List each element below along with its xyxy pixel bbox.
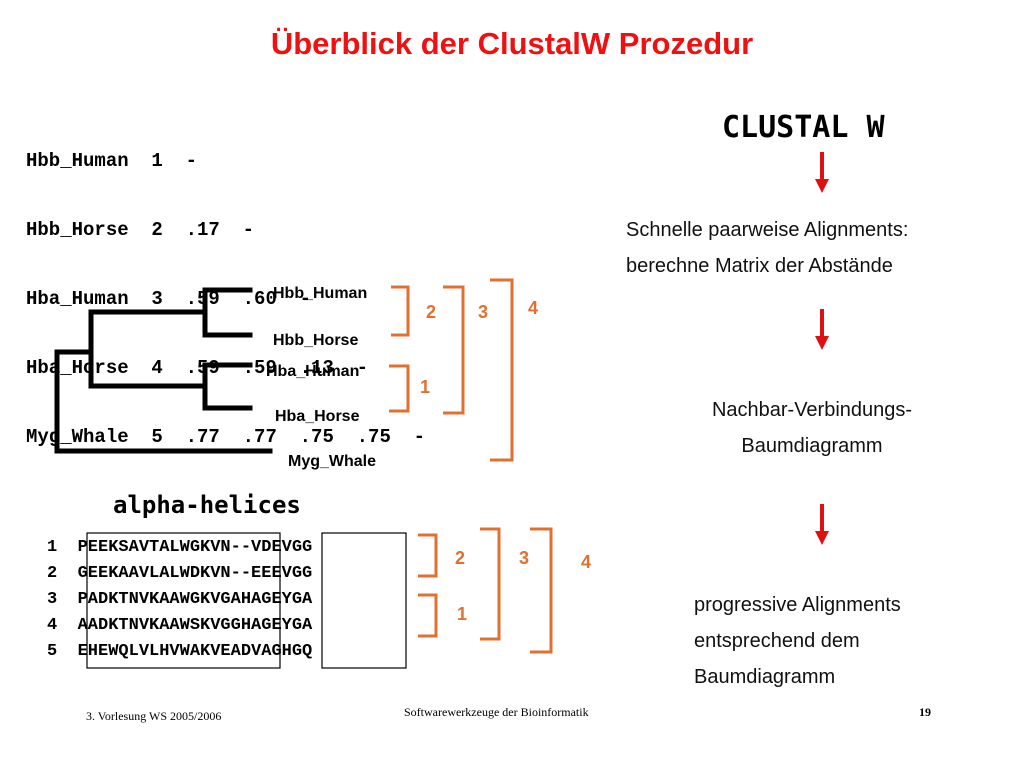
alpha-helices-label: alpha-helices xyxy=(113,491,301,519)
tree-leaf-label: Hba_Horse xyxy=(275,408,360,425)
tree-bracket-2 xyxy=(391,285,410,337)
tree-order-number: 3 xyxy=(478,302,489,322)
tree-leaf-label: Hba_Human xyxy=(266,363,360,380)
row-number: 4 xyxy=(47,616,58,635)
step-text: Baumdiagramm xyxy=(694,666,836,688)
tree-branch-hb-ha xyxy=(88,309,208,389)
aln-bracket-3 xyxy=(480,527,501,641)
flow-arrows xyxy=(815,152,829,545)
matrix-row: Myg_Whale 5 .77 .77 .75 .75 - xyxy=(26,426,426,448)
footer-title: Softwarewerkzeuge der Bioinformatik xyxy=(404,705,589,719)
row-number: 3 xyxy=(47,590,58,609)
alignment-order-brackets xyxy=(418,527,553,654)
matrix-row: Hba_Human 3 .59 .60 - xyxy=(26,288,312,310)
step-text: berechne Matrix der Abstände xyxy=(626,255,893,277)
step-text: Nachbar-Verbindungs- xyxy=(711,399,913,421)
arrow-down-icon xyxy=(815,152,829,193)
sequence: EHEWQLVLHVWAKVEADVAGHGQ xyxy=(77,642,313,661)
helix-box-2 xyxy=(321,532,407,669)
aln-bracket-4 xyxy=(530,527,553,654)
workflow-step-2: Nachbar-Verbindungs- Baumdiagramm xyxy=(612,392,1012,464)
helix-box-1 xyxy=(86,532,281,669)
sequence: AADKTNVKAAWSKVGGHAGEYGA xyxy=(77,616,313,635)
alignment-order-number: 3 xyxy=(519,548,530,568)
clustal-w-header: CLUSTAL W xyxy=(722,110,885,145)
footer-course: 3. Vorlesung WS 2005/2006 xyxy=(86,709,222,723)
alignment-row: 2 GEEKAAVLALWDKVN--EEEVGG xyxy=(47,564,312,583)
matrix-row: Hba_Horse 4 .59 .59 .13 - xyxy=(26,357,369,379)
step-text: entsprechend dem xyxy=(694,630,860,652)
slide-title: Überblick der ClustalW Prozedur xyxy=(270,26,754,61)
row-number: 2 xyxy=(47,564,58,583)
row-number: 1 xyxy=(47,538,58,557)
guide-tree xyxy=(54,287,273,454)
tree-branch-hbb xyxy=(202,287,253,338)
alignment-order-number: 1 xyxy=(457,604,468,624)
arrow-down-icon xyxy=(815,504,829,545)
sequence: GEEKAAVLALWDKVN--EEEVGG xyxy=(77,564,313,583)
matrix-row: Hbb_Human 1 - xyxy=(26,150,198,172)
alignment-row: 3 PADKTNVKAAWGKVGAHAGEYGA xyxy=(47,590,312,609)
alignment-order-number: 4 xyxy=(581,552,592,572)
alignment-row: 5 EHEWQLVLHVWAKVEADVAGHGQ xyxy=(47,642,312,661)
step-text: progressive Alignments xyxy=(694,594,901,616)
tree-leaf-label: Hbb_Horse xyxy=(273,332,359,349)
page-number: 19 xyxy=(919,705,931,719)
tree-bracket-4 xyxy=(490,278,514,462)
tree-branch-hba xyxy=(202,362,253,411)
tree-order-number: 2 xyxy=(426,302,437,322)
step-text: Schnelle paarweise Alignments: xyxy=(626,219,909,241)
sequence: PADKTNVKAAWGKVGAHAGEYGA xyxy=(77,590,313,609)
tree-order-number: 4 xyxy=(528,298,539,318)
alignment-row: 1 PEEKSAVTALWGKVN--VDEVGG xyxy=(47,538,312,557)
tree-bracket-3 xyxy=(443,285,465,415)
matrix-row: Hbb_Horse 2 .17 - xyxy=(26,219,255,241)
tree-order-number: 1 xyxy=(420,377,431,397)
alignment-row: 4 AADKTNVKAAWSKVGGHAGEYGA xyxy=(47,616,312,635)
tree-branch-root xyxy=(54,349,273,454)
tree-leaf-label: Hbb_Human xyxy=(273,285,368,302)
alignment-order-number: 2 xyxy=(455,548,466,568)
workflow-step-1: Schnelle paarweise Alignments: berechne … xyxy=(626,212,908,284)
arrow-down-icon xyxy=(815,309,829,350)
row-number: 5 xyxy=(47,642,58,661)
distance-matrix: Hbb_Human 1 - Hbb_Horse 2 .17 - Hba_Huma… xyxy=(26,104,425,472)
tree-order-brackets xyxy=(389,278,514,462)
tree-leaf-label: Myg_Whale xyxy=(288,453,377,470)
sequence: PEEKSAVTALWGKVN--VDEVGG xyxy=(77,538,313,557)
aln-bracket-1 xyxy=(418,593,438,638)
alignment-boxes xyxy=(86,532,407,669)
step-text: Baumdiagramm xyxy=(741,435,883,457)
tree-bracket-1 xyxy=(389,364,410,413)
aln-bracket-2 xyxy=(418,533,438,578)
workflow-step-3: progressive Alignments entsprechend dem … xyxy=(694,587,901,695)
